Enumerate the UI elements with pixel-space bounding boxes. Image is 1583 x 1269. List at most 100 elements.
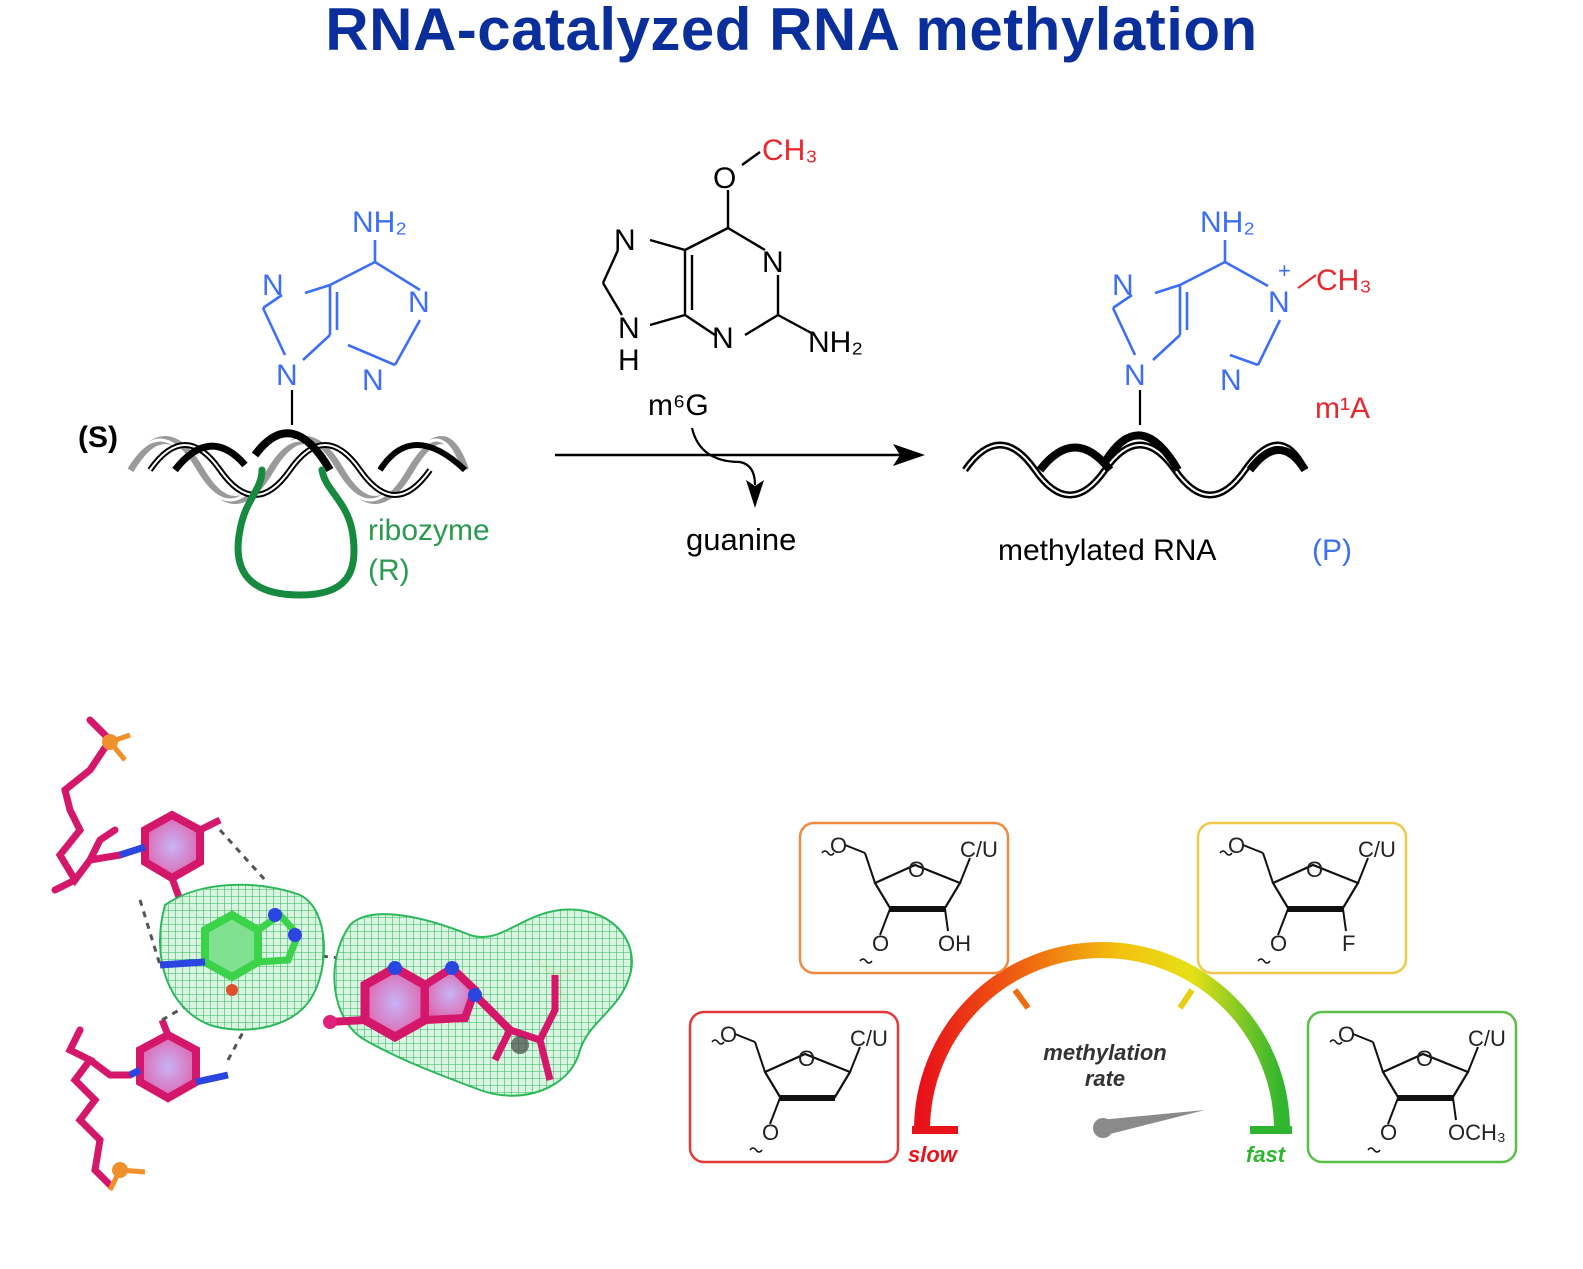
sugar-o3: O [872,931,889,956]
sugar-base-label: C/U [1358,837,1396,862]
m6g-n9: N [618,312,640,345]
c5-o-bond [844,844,866,854]
m6g-n1: N [762,246,784,279]
gauge-needle [1093,1110,1205,1138]
m6g-h: H [618,344,640,377]
sugar-base-label: C/U [960,837,998,862]
gauge-label-line2: rate [1085,1066,1125,1091]
m1a-n1: N [1268,286,1290,319]
furanose-ring [763,1052,852,1099]
c3-bond [879,908,891,936]
reaction-arrow [555,427,925,508]
sugar-o5: O [1228,833,1245,858]
c1-bond [1467,1046,1479,1073]
adenine-n1: N [408,286,430,319]
wavy-bond-bottom [1257,958,1271,964]
c5-o-bond [1242,844,1264,854]
m6g-structure [601,151,816,337]
c5-o-bond [734,1033,756,1043]
rate-gauge: methylation rate slow fast [908,942,1292,1167]
gauge-label-line1: methylation [1043,1040,1166,1065]
wavy-bond-top [1329,1039,1343,1045]
crystal-structure [51,716,633,1192]
adenine-structure [261,240,422,367]
ribozyme-code: (R) [368,554,410,587]
sugar-o3: O [1270,931,1287,956]
sugar-box-frame [1306,1010,1518,1164]
gauge-fast-label: fast [1246,1142,1287,1167]
c3-bond [1387,1097,1399,1125]
c2-bond [1452,1097,1457,1121]
gauge-arc [914,942,1290,1131]
wavy-bond-bottom [749,1147,763,1153]
c5-o-bond [1352,1033,1374,1043]
adenine-n3: N [362,364,384,397]
m6g-oxygen: O [713,162,736,195]
product-code: (P) [1312,534,1352,567]
backbone-sticks [51,716,134,1189]
substrate-group: NH₂ N N N N (S) ribozyme (R) [78,206,490,599]
m1a-methyl: CH₃ [1316,264,1372,297]
sugar-box-frame [688,1010,900,1164]
sugar-box-frame [798,821,1010,975]
sugar-o3: O [762,1120,779,1145]
pink-ring-lower [128,1018,229,1103]
c5-bond [1262,852,1274,884]
gauge-tick-left [1012,988,1031,1010]
sugar-2-substituent: F [1342,931,1355,956]
sugar-o5: O [1338,1022,1355,1047]
wavy-bond-bottom [1367,1147,1381,1153]
m6g-nh2: NH₂ [808,326,863,359]
c5-bond [754,1041,766,1073]
sugar-ring-o: O [908,857,925,882]
adenine-nh2: NH₂ [352,206,407,239]
sugar-o3: O [1380,1120,1397,1145]
page-title: RNA-catalyzed RNA methylation [325,0,1258,63]
m6g-reagent: CH₃ O N N N N H NH₂ m⁶G [601,134,863,422]
m1a-methyl-bond [1297,274,1317,289]
m1a-n3: N [1220,364,1242,397]
substrate-duplex [123,429,469,504]
sugar-ring-o: O [1306,857,1323,882]
sugar-2-substituent: OH [938,931,971,956]
sugar-ring-o: O [1416,1046,1433,1071]
c3-bond [769,1097,781,1125]
c2-bond [1342,908,1347,932]
m1a-name: m¹A [1315,392,1370,425]
pink-adenine [323,961,559,1081]
substrate-label: (S) [78,421,118,454]
c1-bond [959,857,971,884]
m6g-n3: N [712,322,734,355]
sugar-ring-o: O [798,1046,815,1071]
wavy-bond-bottom [859,958,873,964]
furanose-ring [1381,1052,1470,1099]
wavy-bond-top [711,1039,725,1045]
gauge-tick-right [1177,988,1195,1010]
c2-bond [944,908,949,932]
m6g-n7: N [614,224,636,257]
m1a-structure [1111,240,1282,367]
ribozyme-label: ribozyme [368,514,490,547]
sugar-base-label: C/U [850,1026,888,1051]
wavy-bond-top [1219,850,1233,856]
m6g-name: m⁶G [648,389,709,422]
wavy-bond-top [821,850,835,856]
c1-bond [849,1046,861,1073]
adenine-n7: N [262,269,284,302]
furanose-ring [1271,863,1360,910]
sugar-box-ribose: O O C/U O OH [798,821,1010,975]
product-label: methylated RNA [998,534,1216,567]
m6g-methyl: CH₃ [762,134,818,167]
product-strand [962,431,1309,499]
m1a-nh2: NH₂ [1200,206,1255,239]
c3-bond [1277,908,1289,936]
adenine-n9: N [276,359,298,392]
sugar-o5: O [720,1022,737,1047]
sugar-o5: O [830,833,847,858]
sugar-box-frame [1196,821,1408,975]
c5-bond [1372,1041,1384,1073]
sugar-base-label: C/U [1468,1026,1506,1051]
